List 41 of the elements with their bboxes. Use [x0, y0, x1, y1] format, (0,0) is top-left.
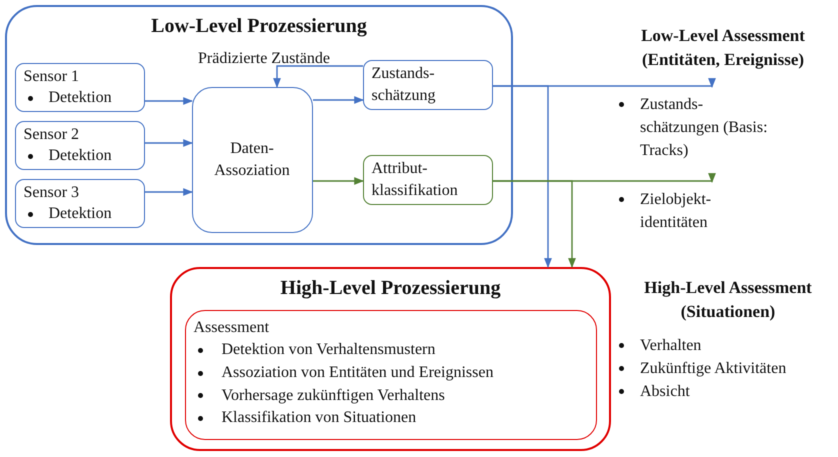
- box-title: Sensor 2: [24, 124, 80, 144]
- bullet-item: Verhalten: [640, 337, 702, 354]
- bullet-item: Detektion von Verhaltensmustern: [222, 341, 436, 358]
- edge-label: Prädizierte Zustände: [198, 49, 330, 68]
- bullet-item: Detektion: [48, 205, 112, 222]
- box-title: Sensor 1: [24, 66, 80, 86]
- box-label: Zustands-schätzung: [370, 64, 436, 106]
- bullet-item: Assoziation von Entitäten und Ereignissen: [222, 364, 494, 381]
- assessment-heading: High-Level Assessment (Situationen): [643, 277, 813, 323]
- high-level-panel: [170, 267, 611, 451]
- arrow: [493, 85, 552, 268]
- bullet-item: Absicht: [640, 383, 690, 400]
- sensor-box: [14, 62, 144, 112]
- panel-title: Low-Level Prozessierung: [150, 14, 368, 39]
- box-label: Attribut-klassifikation: [370, 158, 459, 200]
- bullet-item: Klassifikation von Situationen: [222, 409, 416, 426]
- bullet-item: Detektion: [48, 89, 112, 106]
- sensor-box: [14, 120, 144, 170]
- assessment-heading: Low-Level Assessment (Entitäten, Ereignisse): [640, 25, 806, 71]
- process-box: [362, 60, 492, 110]
- bullet-item: Zielobjekt-identitäten: [640, 191, 712, 232]
- bullet-item: Detektion: [48, 147, 112, 164]
- arrow: [273, 65, 363, 88]
- box-title: Sensor 3: [24, 182, 80, 202]
- sensor-box: [14, 178, 144, 228]
- bullet-item: Vorhersage zukünftigen Verhaltens: [222, 386, 445, 404]
- arrow: [493, 180, 576, 268]
- low-level-panel: [5, 5, 513, 245]
- assessment-box: [184, 310, 596, 440]
- bullet-item: Zustands-schätzungen (Basis: Tracks): [640, 96, 768, 160]
- arrow: [313, 177, 364, 185]
- bullet-item: Zukünftige Aktivitäten: [640, 360, 786, 377]
- arrow: [145, 97, 193, 105]
- process-box: [192, 86, 312, 232]
- arrow: [313, 96, 364, 104]
- panel-title: High-Level Prozessierung: [279, 276, 502, 301]
- arrow: [145, 188, 193, 196]
- process-box: [362, 154, 492, 204]
- box-title: Assessment: [194, 318, 270, 338]
- arrow: [145, 139, 193, 147]
- box-label: Daten-Assoziation: [213, 138, 291, 180]
